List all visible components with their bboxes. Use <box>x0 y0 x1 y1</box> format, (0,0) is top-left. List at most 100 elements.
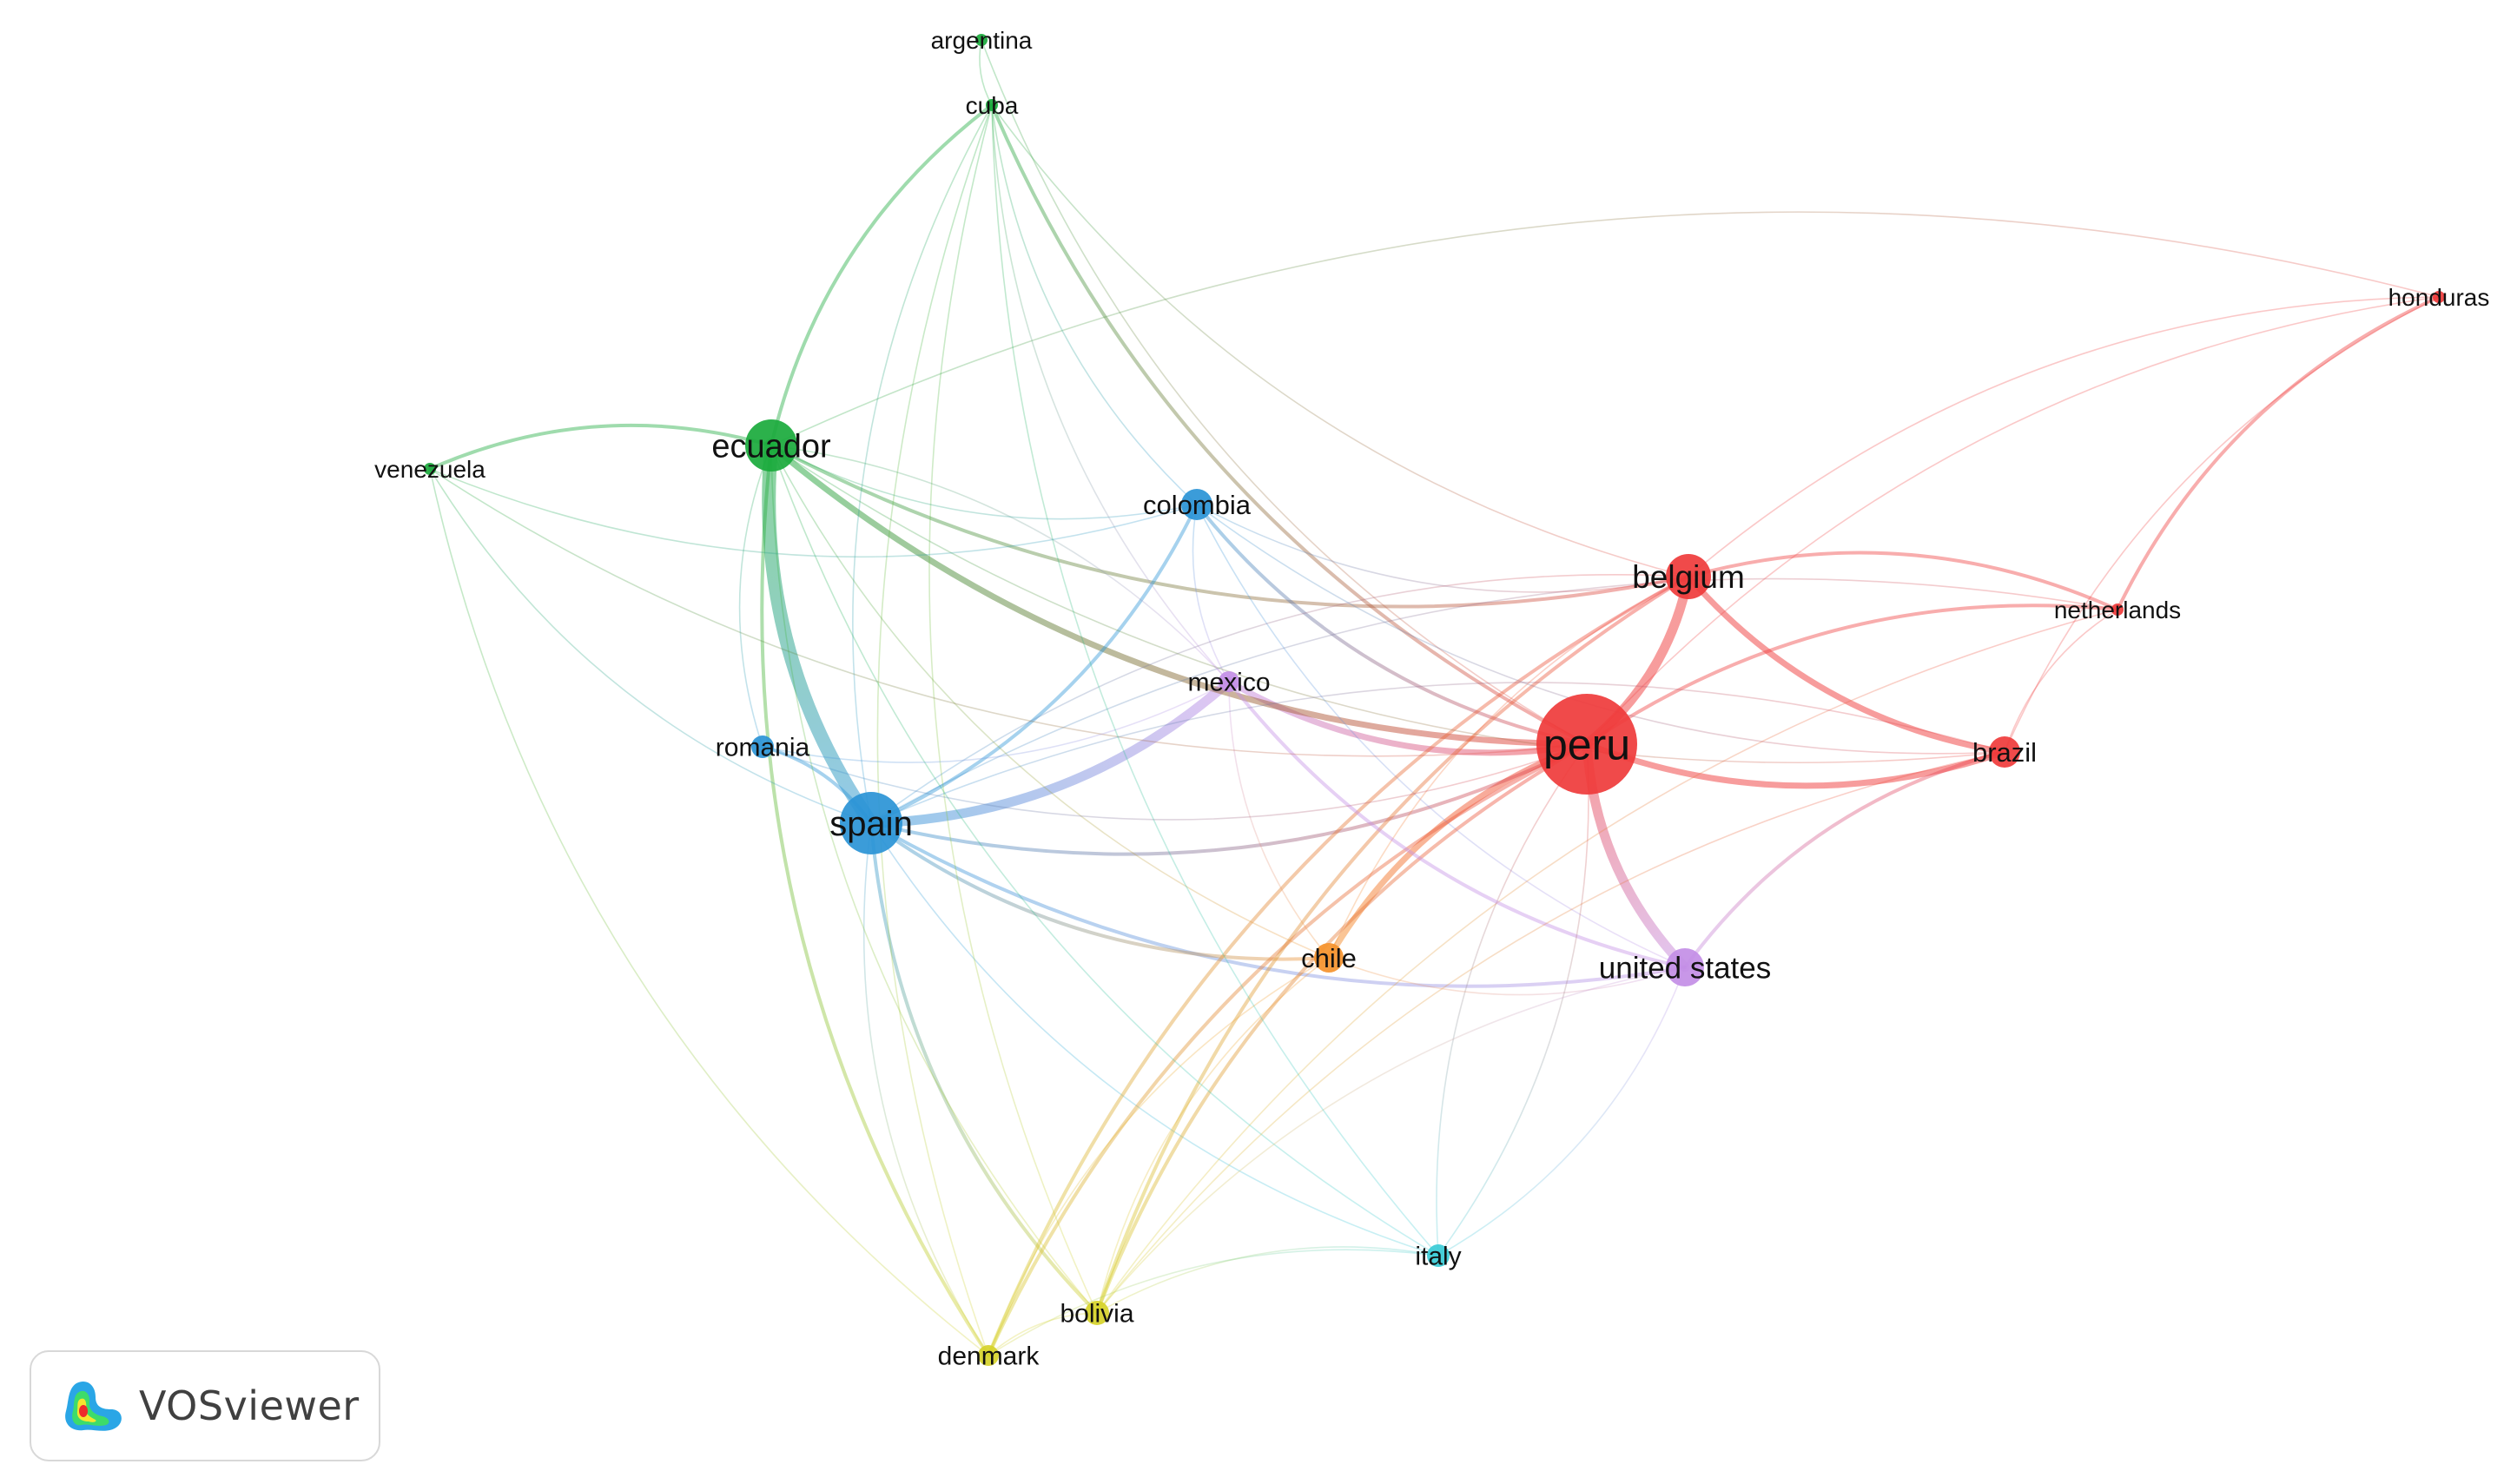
link-belgium-denmark <box>987 575 1690 1357</box>
node-label-united_states: united states <box>1599 951 1771 985</box>
link-belgium-bolivia <box>1095 575 1690 1315</box>
link-spain-united_states <box>869 821 1687 988</box>
link-italy-peru <box>1437 743 1589 1256</box>
node-label-italy: italy <box>1415 1243 1461 1271</box>
link-cuba-bolivia <box>928 104 1098 1314</box>
node-label-mexico: mexico <box>1187 669 1270 697</box>
node-brazil[interactable] <box>1989 736 2020 768</box>
node-label-spain: spain <box>829 805 913 843</box>
link-netherlands-belgium <box>1687 551 2119 611</box>
node-label-cuba: cuba <box>966 92 1019 119</box>
node-honduras[interactable] <box>2433 291 2445 303</box>
link-peru-bolivia <box>1095 742 1589 1315</box>
node-label-chile: chile <box>1301 943 1357 973</box>
node-label-bolivia: bolivia <box>1060 1300 1133 1329</box>
link-honduras-brazil <box>2004 296 2440 753</box>
link-mexico-chile <box>1228 681 1330 959</box>
link-cuba-denmark <box>876 104 993 1356</box>
link-bolivia-denmark <box>988 1312 1098 1356</box>
links-layer <box>428 39 2441 1357</box>
link-netherlands-bolivia <box>1096 609 2118 1314</box>
link-peru-denmark <box>987 742 1589 1357</box>
vosviewer-density-logo-icon <box>65 1381 122 1431</box>
node-label-venezuela: venezuela <box>374 456 486 483</box>
labels-layer: argentinacubahondurasvenezuelaecuadorcol… <box>374 27 2489 1371</box>
vosviewer-logo-text: VOSviewer <box>139 1382 360 1429</box>
link-ecuador-italy <box>770 445 1439 1256</box>
node-colombia[interactable] <box>1181 489 1212 520</box>
node-italy[interactable] <box>1427 1244 1450 1267</box>
link-honduras-ecuador <box>770 211 2440 446</box>
node-cuba[interactable] <box>986 99 998 111</box>
link-belgium-brazil <box>1685 573 2008 755</box>
node-label-honduras: honduras <box>2388 284 2490 311</box>
link-italy-united_states <box>1437 966 1686 1256</box>
node-ecuador[interactable] <box>745 419 797 472</box>
link-cuba-mexico <box>991 104 1230 683</box>
node-mexico[interactable] <box>1219 671 1239 692</box>
node-netherlands[interactable] <box>2111 603 2124 616</box>
link-ecuador-bolivia <box>770 445 1098 1314</box>
link-chile-united_states <box>1328 957 1686 996</box>
link-colombia-peru <box>1195 503 1589 746</box>
nodes-layer <box>424 34 2445 1366</box>
node-denmark[interactable] <box>978 1345 999 1366</box>
node-label-argentina: argentina <box>931 27 1033 54</box>
link-netherlands-spain <box>870 577 2118 824</box>
node-label-brazil: brazil <box>1972 737 2037 768</box>
link-peru-italy <box>1436 743 1588 1256</box>
node-chile[interactable] <box>1314 943 1344 973</box>
link-mexico-united_states <box>1227 680 1687 969</box>
node-label-peru: peru <box>1543 721 1630 769</box>
link-spain-bolivia <box>869 821 1099 1315</box>
link-brazil-bolivia <box>1096 751 2005 1314</box>
link-spain-denmark <box>862 822 989 1356</box>
link-honduras-belgium <box>1688 296 2440 577</box>
link-spain-mexico <box>866 676 1234 828</box>
link-ecuador-venezuela <box>428 423 773 471</box>
link-united_states-bolivia <box>1096 966 1686 1314</box>
link-ecuador-colombia <box>770 445 1198 520</box>
link-belgium-chile <box>1328 576 1689 959</box>
node-romania[interactable] <box>751 735 774 758</box>
link-venezuela-colombia <box>429 468 1198 558</box>
link-cuba-colombia <box>991 104 1198 505</box>
link-spain-peru <box>869 742 1589 856</box>
node-united_states[interactable] <box>1666 948 1704 986</box>
vosviewer-badge: VOSviewer <box>30 1350 380 1461</box>
link-cuba-italy <box>991 104 1439 1256</box>
link-ecuador-romania <box>738 445 772 748</box>
link-ecuador-brazil <box>770 445 2005 764</box>
link-colombia-belgium <box>1196 504 1689 593</box>
node-belgium[interactable] <box>1666 554 1711 599</box>
node-label-ecuador: ecuador <box>711 428 831 465</box>
link-spain-chile <box>869 821 1331 961</box>
link-spain-colombia <box>869 503 1199 825</box>
node-label-denmark: denmark <box>938 1342 1040 1371</box>
link-argentina-cuba <box>979 39 993 106</box>
node-label-romania: romania <box>716 734 810 762</box>
link-netherlands-brazil <box>2004 609 2118 753</box>
link-mexico-ecuador <box>770 445 1230 683</box>
node-spain[interactable] <box>840 792 902 854</box>
link-chile-denmark <box>988 957 1330 1356</box>
link-venezuela-spain <box>429 468 872 824</box>
link-romania-mexico <box>762 681 1230 763</box>
link-belgium-spain <box>870 574 1689 824</box>
node-argentina[interactable] <box>975 34 988 46</box>
link-netherlands-peru <box>1585 603 2119 746</box>
link-italy-bolivia <box>1096 1246 1439 1314</box>
link-colombia-united_states <box>1196 504 1686 968</box>
link-ecuador-denmark <box>760 444 990 1357</box>
link-romania-peru <box>762 743 1588 821</box>
node-bolivia[interactable] <box>1085 1301 1109 1325</box>
link-chile-bolivia <box>1096 957 1330 1314</box>
link-cuba-peru <box>990 103 1589 746</box>
link-brazil-spain <box>870 682 2005 824</box>
link-argentina-peru <box>981 39 1588 745</box>
link-brazil-united_states <box>1683 750 2006 969</box>
link-cuba-belgium <box>991 104 1689 577</box>
node-peru[interactable] <box>1536 694 1637 795</box>
node-venezuela[interactable] <box>424 463 436 475</box>
